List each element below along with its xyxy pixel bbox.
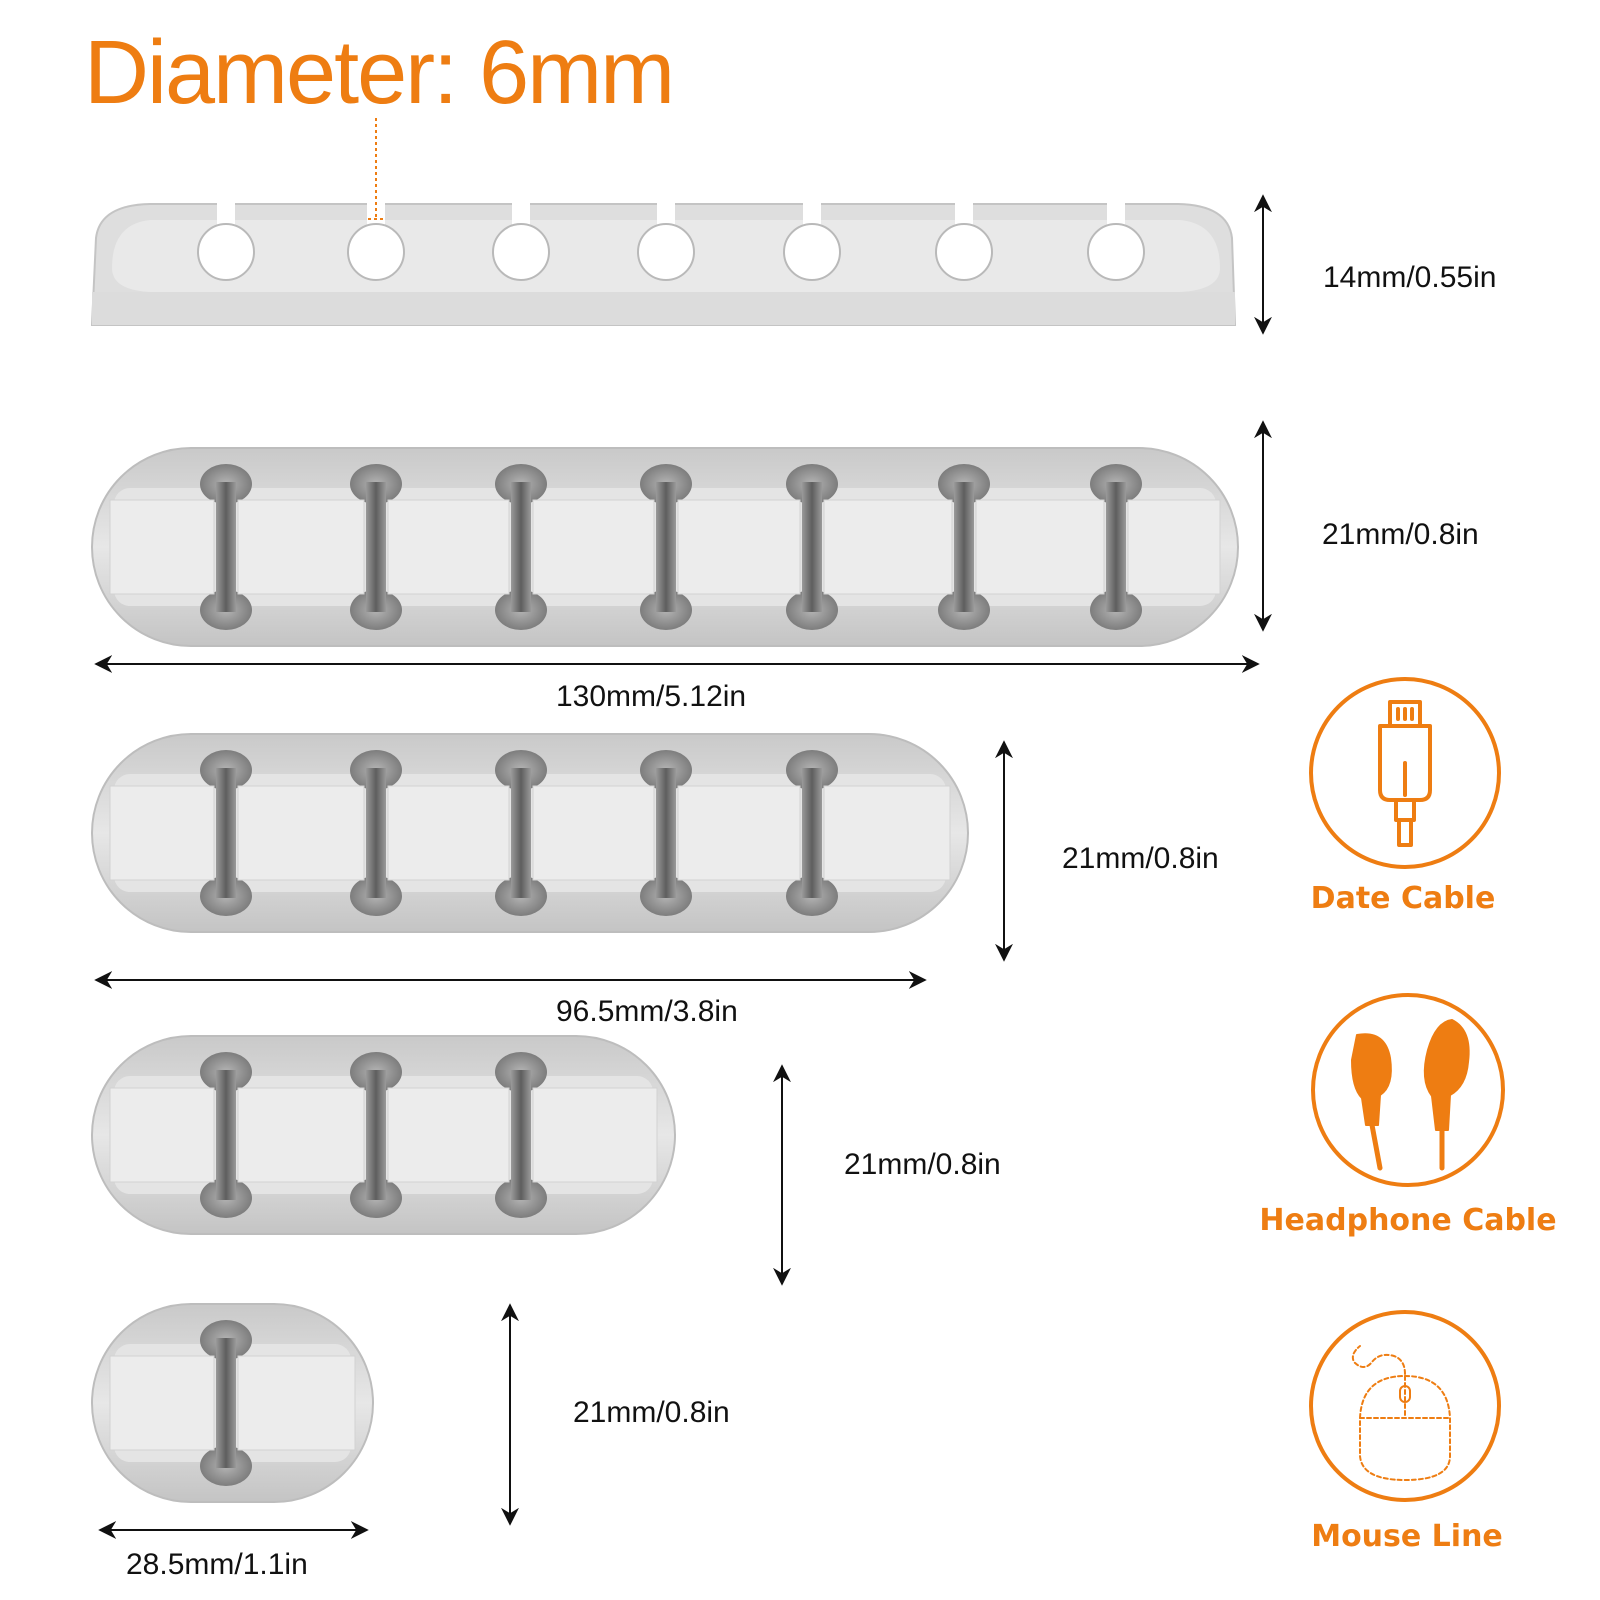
mouse-icon — [1309, 1310, 1501, 1502]
headphones-icon — [1311, 993, 1505, 1187]
divider-block — [237, 785, 365, 881]
cable-slot — [366, 482, 386, 612]
organizer-1-slot — [91, 1303, 374, 1503]
divider-block — [532, 785, 655, 881]
organizer-7-slot — [91, 447, 1239, 647]
cable-slot — [511, 768, 531, 898]
cable-slot — [216, 1070, 236, 1200]
headphone-cable-label: Headphone Cable — [1259, 1203, 1557, 1238]
divider-block — [109, 785, 215, 881]
date-cable-label: Date Cable — [1310, 881, 1496, 916]
organizer-3-slot — [91, 1035, 676, 1235]
divider-block — [823, 785, 951, 881]
height-label-side: 14mm/0.55in — [1323, 261, 1497, 294]
divider-block — [532, 1087, 658, 1183]
divider-block — [975, 499, 1105, 595]
height-label-5-slot: 21mm/0.8in — [1062, 842, 1219, 875]
divider-block — [237, 1355, 356, 1451]
divider-block — [387, 1087, 510, 1183]
cable-slot — [366, 768, 386, 898]
cable-slot — [802, 768, 822, 898]
divider-block — [1127, 499, 1221, 595]
height-label-7-slot: 21mm/0.8in — [1322, 518, 1479, 551]
mouse-line-label: Mouse Line — [1311, 1519, 1503, 1554]
divider-block — [109, 499, 215, 595]
cable-slot — [216, 768, 236, 898]
cable-slot — [366, 1070, 386, 1200]
cable-hole — [935, 223, 993, 281]
diameter-title: Diameter: 6mm — [84, 23, 675, 123]
height-label-3-slot: 21mm/0.8in — [844, 1148, 1001, 1181]
cable-hole — [197, 223, 255, 281]
cable-slot — [954, 482, 974, 612]
divider-block — [237, 499, 365, 595]
divider-block — [677, 499, 801, 595]
divider-block — [532, 499, 655, 595]
cable-slot — [656, 482, 676, 612]
cable-slot — [216, 1338, 236, 1468]
organizer-side-view — [90, 202, 1237, 326]
divider-block — [387, 499, 510, 595]
length-label-1-slot: 28.5mm/1.1in — [126, 1548, 308, 1581]
divider-block — [109, 1355, 215, 1451]
cable-slot — [656, 768, 676, 898]
divider-block — [823, 499, 953, 595]
length-label-7-slot: 130mm/5.12in — [556, 680, 747, 713]
divider-block — [387, 785, 510, 881]
cable-slot — [802, 482, 822, 612]
cable-slot — [1106, 482, 1126, 612]
organizer-5-slot — [91, 733, 969, 933]
divider-block — [109, 1087, 215, 1183]
cable-hole — [1087, 223, 1145, 281]
length-label-5-slot: 96.5mm/3.8in — [556, 995, 738, 1028]
usb-cable-icon — [1309, 677, 1501, 869]
divider-block — [677, 785, 801, 881]
cable-hole — [347, 223, 405, 281]
cable-hole — [637, 223, 695, 281]
cable-slot — [511, 482, 531, 612]
cable-hole — [783, 223, 841, 281]
divider-block — [237, 1087, 365, 1183]
height-label-1-slot: 21mm/0.8in — [573, 1396, 730, 1429]
cable-slot — [511, 1070, 531, 1200]
cable-slot — [216, 482, 236, 612]
cable-hole — [492, 223, 550, 281]
